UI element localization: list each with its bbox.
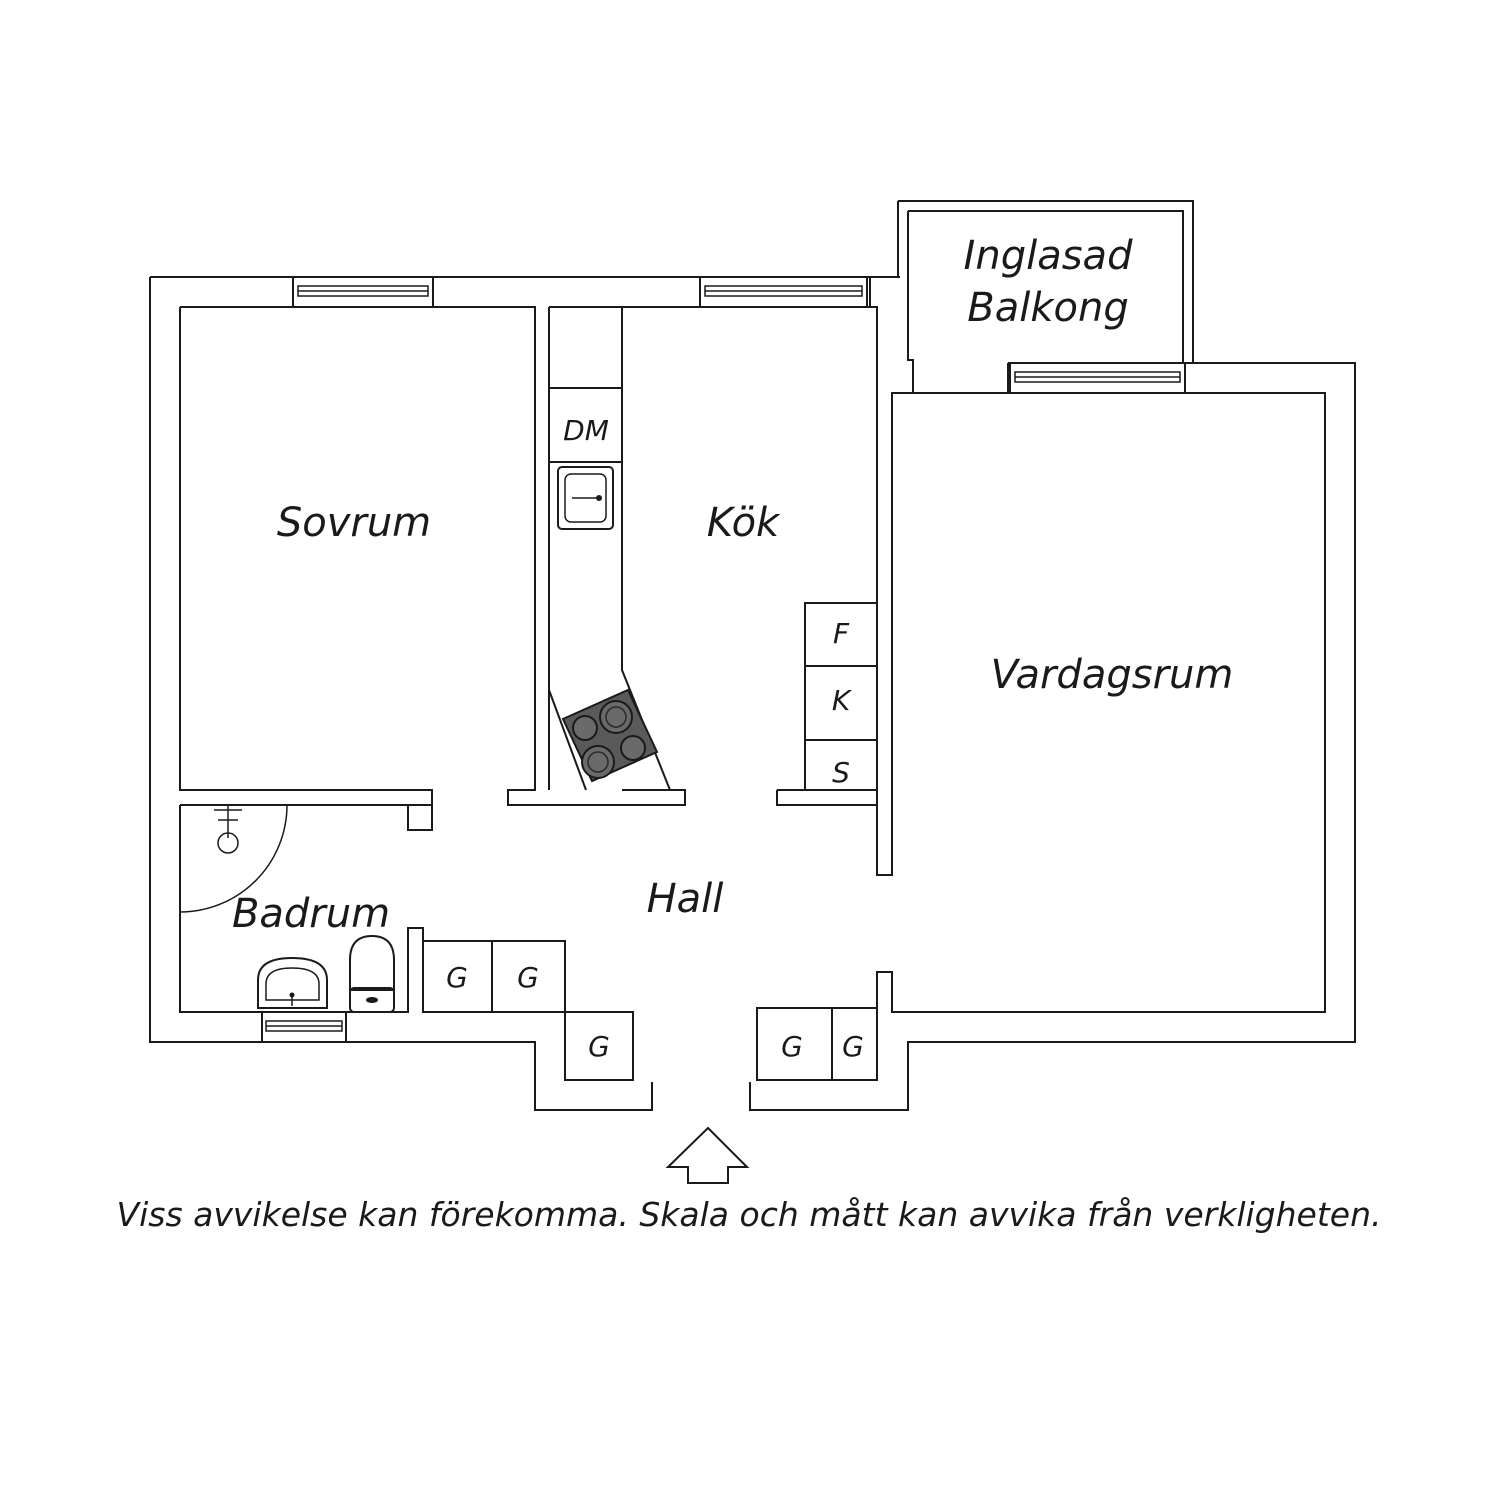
sink-icon — [557, 466, 614, 530]
window-badrum — [261, 1011, 347, 1043]
room-label-hall: Hall — [647, 876, 724, 922]
wardrobe-label: G — [517, 961, 539, 994]
storage-label: S — [832, 756, 850, 789]
disclaimer-text: Viss avvikelse kan förekomma. Skala och … — [117, 1195, 1382, 1234]
room-label-badrum: Badrum — [232, 891, 390, 937]
kitchen-cabinets-fks — [804, 602, 878, 791]
room-label-balkong-line1: Inglasad — [964, 233, 1134, 279]
stove-icon — [561, 688, 659, 783]
wardrobe-label: G — [446, 961, 468, 994]
window-vardagsrum — [1009, 362, 1186, 394]
room-label-balkong-line2: Balkong — [967, 285, 1128, 331]
shower-icon — [179, 804, 288, 913]
window-sovrum — [292, 276, 434, 308]
freezer-label: K — [832, 684, 853, 717]
wardrobes-left — [422, 940, 634, 1081]
room-label-sovrum: Sovrum — [277, 500, 431, 546]
room-label-kok: Kök — [707, 500, 781, 546]
toilet-icon — [349, 934, 395, 1013]
wardrobe-label: G — [781, 1030, 803, 1063]
fridge-label: F — [833, 617, 850, 650]
wardrobe-label: G — [842, 1030, 864, 1063]
washbasin-icon — [257, 956, 328, 1009]
entrance-arrow-icon — [665, 1126, 750, 1184]
room-label-vardagsrum: Vardagsrum — [991, 652, 1234, 698]
wardrobe-label: G — [588, 1030, 610, 1063]
window-kok — [699, 276, 868, 308]
wardrobes-right — [756, 1007, 878, 1081]
dishwasher-label: DM — [563, 414, 609, 447]
